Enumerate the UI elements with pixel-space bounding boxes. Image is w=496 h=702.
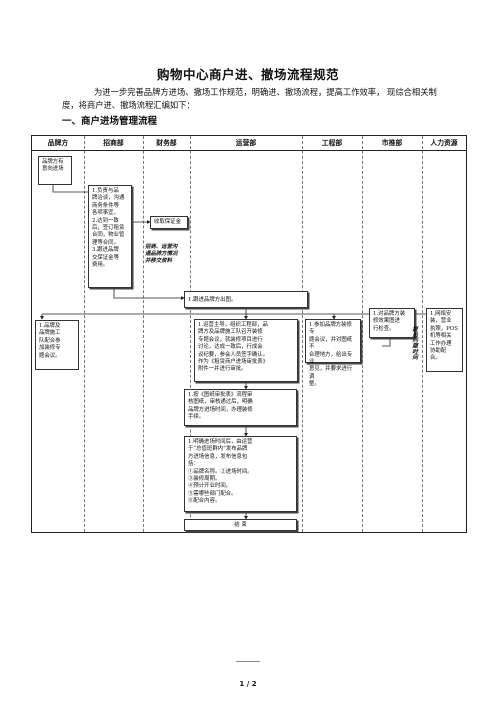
brand-intent-box: 品牌方有 意向进场 <box>38 156 72 185</box>
lane-divider <box>422 136 423 532</box>
hr-tasks-box: 1.网络安 装，营业 执照，POS 机等相关 工作办理 协助配 合。 <box>426 308 463 372</box>
engineering-meeting-box: 1.参加品牌方装修专 题会议，并对图纸不 合理地方，给出专业 意见，并要求进行调… <box>305 319 361 387</box>
flowchart: 品牌方 招商部 财务部 运营部 工程部 市推部 人力资源 <box>31 135 467 533</box>
document-title: 购物中心商户进、撤场流程规范 <box>156 67 339 82</box>
marketing-check-box: 1.对品牌方装 修效果图进 行检查。 <box>369 308 415 338</box>
handover-note: 招商、运营沟 通品牌方情况 并移交资料 <box>145 244 178 265</box>
lane-divider <box>84 136 85 532</box>
lane-header-engineering: 工程部 <box>321 139 343 147</box>
lane-divider <box>362 136 363 532</box>
finance-deposit-box: 收取保证金 <box>150 216 188 229</box>
lane-header-hr: 人力资源 <box>430 139 458 147</box>
footer-rule <box>236 661 260 662</box>
brand-follow-box: 1.跟进品牌方出图。 <box>184 291 308 308</box>
lane-header-marketing: 市推部 <box>381 139 403 147</box>
ops-meeting-box: 1.运营主导，组织工程部，品 牌方及品牌施工队召开装修 专题会议，就装修项目进行… <box>194 319 298 382</box>
brand-cooperate-box: 1.品牌及 品牌施工 队配合参 加装修专 题会议。 <box>35 320 79 370</box>
vertical-note: 提出问题时间 <box>411 326 417 360</box>
page-number: 1 / 2 <box>239 680 257 688</box>
end-box: 结 束 <box>184 519 297 531</box>
section-heading: 一、商户进场管理流程 <box>62 116 158 127</box>
lane-header-zhaoshang: 招商部 <box>103 139 124 147</box>
lane-divider <box>143 136 144 532</box>
ops-publish-box: 1.明确进场时间后，由运营 于“总值班群内”发布品牌 方进场信息，发布信息包 括… <box>184 436 297 512</box>
lane-header-operations: 运营部 <box>235 139 257 147</box>
header-divider <box>32 150 466 151</box>
lane-header-brand: 品牌方 <box>47 139 69 147</box>
intro-paragraph: 为进一步完善品牌方进场、撤场工作规范，明确进、撤场流程，提高工作效率， 现综合相… <box>62 87 437 110</box>
lane-divider <box>190 136 191 532</box>
lane-header-finance: 财务部 <box>156 139 177 147</box>
zhaoshang-tasks-box: 1.负责与品 牌洽谈，沟通 商务条件等 各项事宜。 2.达到一致 后，签订租赁 … <box>88 185 132 288</box>
lane-divider <box>302 136 303 532</box>
ops-approve-box: 1.按《图纸审批表》流程审 核图纸，审核通过后，明确 品牌方进场时间，办理装修 … <box>184 389 297 426</box>
